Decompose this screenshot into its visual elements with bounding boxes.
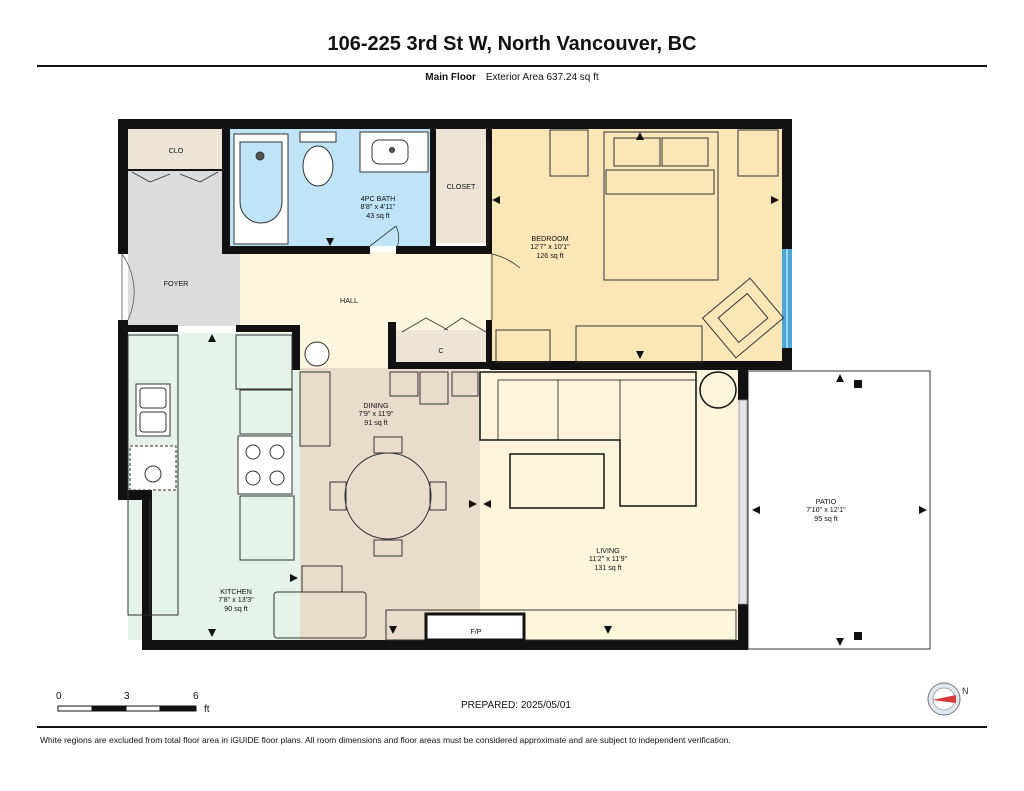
- dining-sideboard: [299, 371, 331, 447]
- fireplace: [424, 612, 526, 642]
- clo-doors: [128, 169, 222, 183]
- dishwasher: [129, 445, 177, 491]
- patio-dims: 7'10" x 12'1": [806, 505, 846, 514]
- dresser: [575, 325, 703, 363]
- scale-bar: [57, 705, 197, 712]
- clo-fill: [128, 129, 222, 169]
- bedroom-area: 126 sq ft: [536, 251, 564, 260]
- patio-area: 95 sq ft: [814, 514, 838, 523]
- bath-sink: [359, 131, 429, 173]
- exterior-area: Exterior Area 637.24 sq ft: [485, 72, 599, 83]
- entry-door: [121, 253, 135, 321]
- kitchen-area: 90 sq ft: [224, 604, 248, 613]
- title-rule: [37, 65, 987, 67]
- bath-dims: 8'8" x 4'11": [361, 202, 396, 211]
- scale-tick-6: 6: [193, 691, 199, 702]
- scale-tick-0: 0: [56, 691, 62, 702]
- hall-label: HALL: [340, 296, 358, 305]
- stove: [237, 435, 293, 495]
- tv-console: [385, 609, 737, 641]
- living-door-glass: [738, 399, 748, 605]
- patio-outline: [747, 370, 931, 650]
- floor-name: Main Floor: [425, 72, 476, 83]
- side-table: [699, 371, 737, 409]
- c-closet-fill: [396, 330, 488, 362]
- kitchen-counter-right: [235, 334, 295, 561]
- floor-subtitle: Main Floor Exterior Area 637.24 sq ft: [0, 72, 1024, 83]
- closet-label: CLOSET: [447, 182, 476, 191]
- c-label: C: [438, 346, 443, 355]
- nightstand-right: [737, 129, 779, 177]
- armchair: [701, 277, 785, 359]
- nightstand-left: [549, 129, 589, 177]
- patio-name: PATIO: [816, 497, 837, 506]
- closet-fill: [436, 129, 486, 243]
- kitchen-sink: [135, 383, 171, 437]
- living-name: LIVING: [596, 546, 620, 555]
- compass-north-label: N: [962, 686, 969, 696]
- kitchen-dims: 7'8" x 13'3": [218, 595, 254, 604]
- foyer-fill: [128, 169, 240, 326]
- coffee-table: [509, 453, 605, 509]
- dining-dims: 7'9" x 11'9": [359, 409, 394, 418]
- patio-post-top: [854, 380, 862, 388]
- footer-rule: [37, 726, 987, 728]
- plan-title: 106-225 3rd St W, North Vancouver, BC: [327, 33, 697, 55]
- patio-post-bottom: [854, 632, 862, 640]
- bath-door: [369, 225, 400, 251]
- foyer-label: FOYER: [164, 279, 189, 288]
- dining-table: [329, 436, 447, 557]
- island-stool: [301, 565, 343, 593]
- living-fill: [480, 368, 738, 640]
- dining-area: 91 sq ft: [364, 418, 388, 427]
- prepared-date: PREPARED: 2025/05/01: [461, 700, 571, 711]
- bath-area: 43 sq ft: [366, 211, 390, 220]
- hall-stool: [304, 341, 330, 367]
- walls: [118, 119, 792, 650]
- bench: [495, 329, 551, 363]
- bathtub: [233, 133, 289, 245]
- fp-label: F/P: [470, 627, 481, 636]
- clo-label: CLO: [169, 146, 184, 155]
- disclaimer-text: White regions are excluded from total fl…: [40, 735, 731, 745]
- dining-name: DINING: [363, 401, 389, 410]
- scale-tick-3: 3: [124, 691, 130, 702]
- scale-unit: ft: [204, 704, 210, 715]
- bed: [603, 131, 719, 281]
- bedroom-name: BEDROOM: [531, 234, 568, 243]
- bedroom-dims: 12'7" x 10'1": [530, 242, 570, 251]
- dimension-markers: [208, 132, 927, 646]
- living-area: 131 sq ft: [594, 563, 622, 572]
- bath-name: 4PC BATH: [361, 194, 396, 203]
- bedroom-door: [491, 253, 521, 320]
- kitchen-counter-left: [127, 334, 179, 616]
- compass-icon: N: [927, 682, 969, 716]
- sectional-sofa: [479, 371, 697, 507]
- kitchen-name: KITCHEN: [220, 587, 252, 596]
- bar-stools: [389, 371, 479, 405]
- living-dims: 11'2" x 11'9": [589, 554, 628, 563]
- c-closet-doors: [401, 317, 487, 333]
- toilet: [299, 131, 337, 187]
